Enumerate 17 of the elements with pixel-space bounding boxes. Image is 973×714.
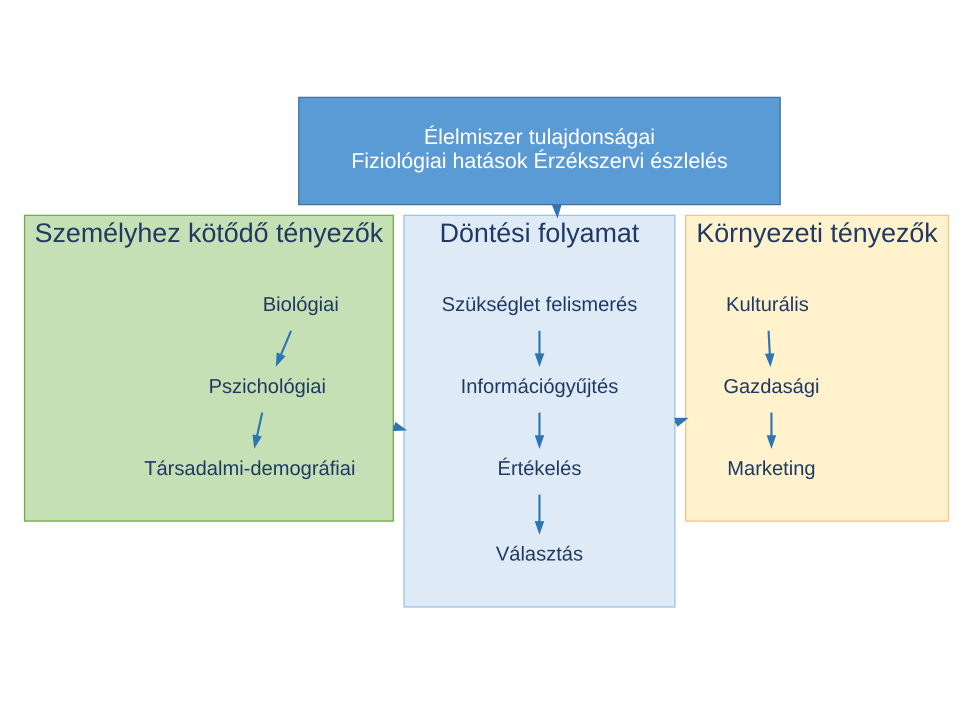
node-text: Kulturális <box>726 294 809 316</box>
arrow <box>534 412 544 448</box>
arrow <box>534 330 544 367</box>
node-text: Értékelés <box>498 457 582 480</box>
node-text: Társadalmi-demográfiai <box>144 457 356 480</box>
node-text: Pszichológiai <box>208 376 326 398</box>
arrow <box>252 412 264 448</box>
node-text: Információgyűjtés <box>460 376 618 398</box>
arrow <box>276 330 292 366</box>
node-text: Szükséglet felismerés <box>442 294 638 316</box>
node-text: Biológiai <box>262 294 339 316</box>
arrow <box>764 330 775 367</box>
node-text: Gazdasági <box>723 376 820 398</box>
arrow <box>766 412 776 448</box>
arrow <box>534 494 544 534</box>
node-text: Marketing <box>727 457 816 480</box>
node-text: Választás <box>496 543 584 566</box>
